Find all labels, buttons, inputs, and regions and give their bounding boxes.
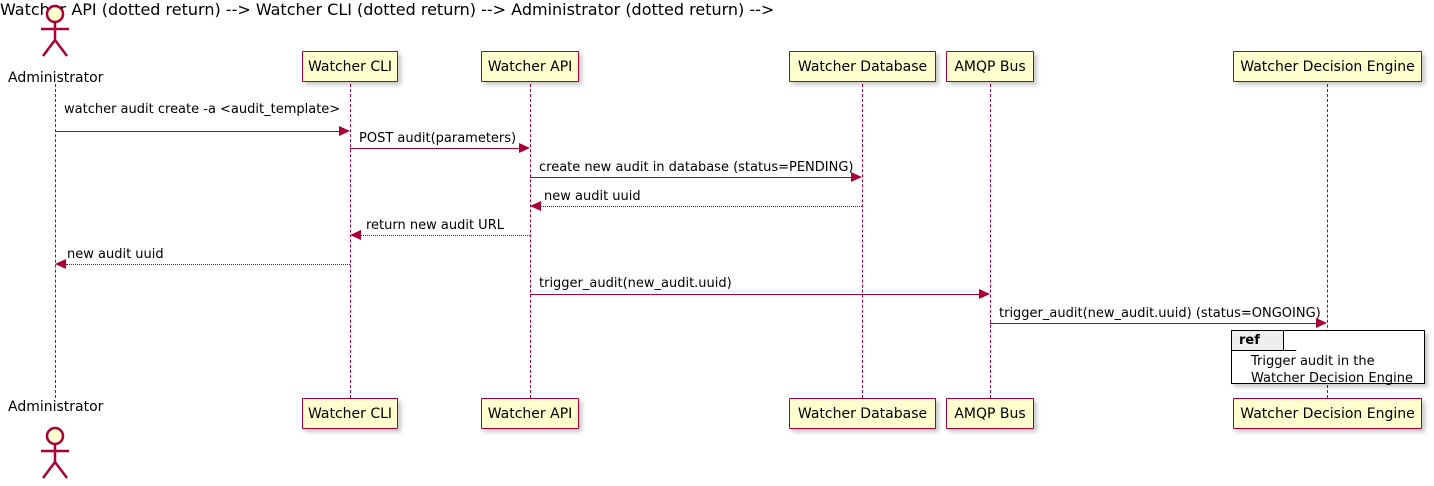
participant-watcher-database-bottom[interactable]: Watcher Database: [789, 398, 936, 429]
message-arrowhead-5: [350, 230, 361, 240]
message-label-5: return new audit URL: [366, 218, 504, 233]
message-arrowhead-4: [530, 201, 541, 211]
message-line-8: [990, 323, 1316, 324]
message-line-1: [55, 131, 339, 132]
participant-label-amqp-bus-bottom: AMQP Bus: [954, 405, 1026, 422]
message-line-2: [350, 148, 519, 149]
participant-watcher-cli-top[interactable]: Watcher CLI: [302, 51, 398, 82]
message-label-7: trigger_audit(new_audit.uuid): [539, 276, 732, 291]
message-arrowhead-8: [1316, 318, 1327, 328]
actor-stick-figure-icon: [41, 4, 69, 57]
message-label-3: create new audit in database (status=PEN…: [539, 160, 854, 175]
actor-administrator-bottom: [34, 425, 78, 485]
participant-label-watcher-decision-engine-bottom: Watcher Decision Engine: [1240, 405, 1415, 422]
lifeline-watcher-decision-engine: [1327, 84, 1328, 398]
ref-fragment-tab-label: ref: [1239, 333, 1260, 348]
participant-watcher-decision-engine-top[interactable]: Watcher Decision Engine: [1233, 51, 1422, 82]
message-arrowhead-6: [55, 259, 66, 269]
message-arrowhead-1: [339, 126, 350, 136]
message-line-4: [541, 206, 862, 207]
lifeline-watcher-api: [530, 84, 531, 398]
message-line-7: [530, 294, 979, 295]
ref-fragment-text: Trigger audit in the Watcher Decision En…: [1251, 354, 1413, 386]
lifeline-amqp-bus: [990, 84, 991, 398]
actor-label-administrator-bottom: Administrator: [8, 399, 104, 415]
participant-label-watcher-database-top: Watcher Database: [797, 58, 928, 75]
ref-fragment: ref Trigger audit in the Watcher Decisio…: [1231, 330, 1425, 386]
actor-stick-figure-icon: [41, 426, 69, 479]
participant-label-watcher-decision-engine-top: Watcher Decision Engine: [1240, 58, 1415, 75]
message-arrowhead-7: [979, 289, 990, 299]
actor-administrator-top: [34, 4, 78, 62]
participant-amqp-bus-top[interactable]: AMQP Bus: [946, 51, 1034, 82]
actor-label-administrator-top: Administrator: [8, 70, 104, 86]
participant-watcher-decision-engine-bottom[interactable]: Watcher Decision Engine: [1233, 398, 1422, 429]
lifeline-administrator: [55, 84, 56, 398]
message-line-6: [66, 264, 350, 265]
message-arrowhead-3: [851, 172, 862, 182]
ref-fragment-tab-notch: [1284, 331, 1307, 351]
participant-amqp-bus-bottom[interactable]: AMQP Bus: [946, 398, 1034, 429]
participant-watcher-api-bottom[interactable]: Watcher API: [481, 398, 579, 429]
participant-label-watcher-database-bottom: Watcher Database: [797, 405, 928, 422]
participant-label-watcher-api-top: Watcher API: [487, 58, 573, 75]
lifeline-watcher-cli: [350, 84, 351, 398]
participant-label-watcher-cli-bottom: Watcher CLI: [307, 405, 393, 422]
ref-fragment-tab: ref: [1232, 331, 1284, 351]
participant-watcher-cli-bottom[interactable]: Watcher CLI: [302, 398, 398, 429]
message-label-1: watcher audit create -a <audit_template>: [64, 102, 341, 117]
message-arrowhead-2: [519, 143, 530, 153]
message-line-5: [361, 235, 530, 236]
lifeline-watcher-database: [862, 84, 863, 398]
participant-label-amqp-bus-top: AMQP Bus: [954, 58, 1026, 75]
participant-label-watcher-api-bottom: Watcher API: [487, 405, 573, 422]
message-label-8: trigger_audit(new_audit.uuid) (status=ON…: [999, 306, 1321, 321]
participant-watcher-database-top[interactable]: Watcher Database: [789, 51, 936, 82]
message-label-4: new audit uuid: [544, 189, 641, 204]
message-line-3: [530, 177, 851, 178]
message-label-2: POST audit(parameters): [359, 131, 517, 146]
message-label-6: new audit uuid: [67, 247, 164, 262]
participant-watcher-api-top[interactable]: Watcher API: [481, 51, 579, 82]
participant-label-watcher-cli-top: Watcher CLI: [307, 58, 393, 75]
